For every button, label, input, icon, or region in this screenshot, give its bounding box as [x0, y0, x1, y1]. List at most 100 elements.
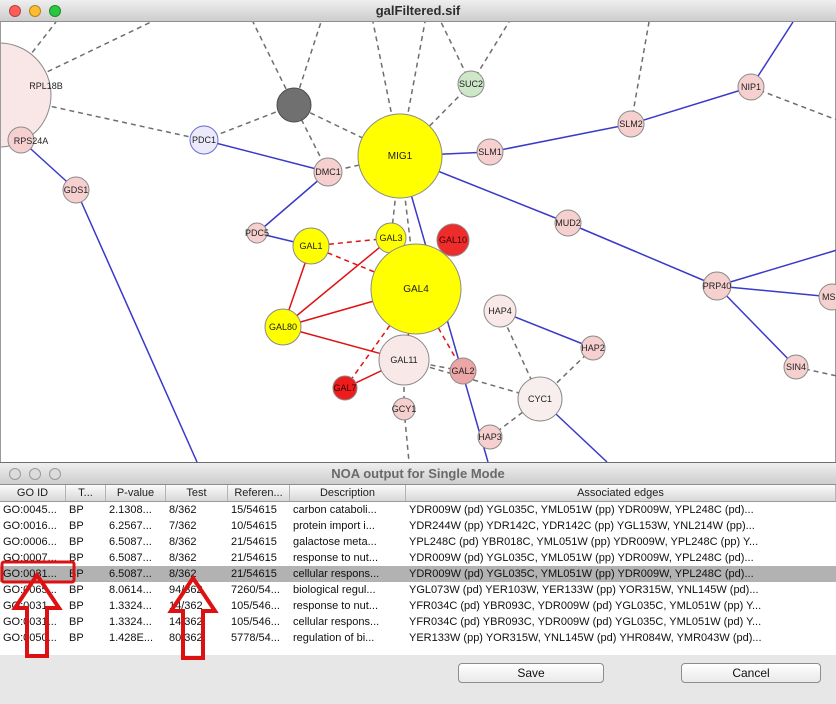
network-node-hap4[interactable] — [483, 294, 517, 328]
noa-close-button[interactable] — [9, 467, 21, 480]
network-node-sin4[interactable] — [783, 354, 809, 380]
node-label-mig1: MIG1 — [388, 151, 413, 162]
noa-window-titlebar: NOA output for Single Mode — [0, 463, 836, 485]
table-cell: YFR034C (pd) YBR093C, YDR009W (pd) YGL03… — [409, 600, 762, 612]
minimize-button[interactable] — [29, 4, 41, 17]
table-cell: 1.3324... — [109, 616, 152, 628]
zoom-button[interactable] — [49, 4, 61, 17]
column-header-3[interactable]: Test — [166, 485, 228, 501]
network-node-gal11[interactable] — [378, 334, 430, 386]
network-edge — [75, 189, 198, 462]
table-cell: GO:0031... — [3, 616, 57, 628]
table-cell: carbon cataboli... — [293, 504, 377, 516]
network-canvas[interactable]: RPL18BRPS24AGDS1PDC1DMC1MIG1SUC2SLM1SLM2… — [1, 22, 836, 462]
network-node-pdc5[interactable] — [246, 222, 268, 244]
table-cell: response to nut... — [293, 600, 378, 612]
network-node-gal4[interactable] — [370, 243, 462, 335]
table-cell: BP — [69, 552, 84, 564]
table-cell: BP — [69, 600, 84, 612]
table-cell: 8/362 — [169, 552, 197, 564]
node-label-gcy1: GCY1 — [392, 404, 417, 414]
noa-window-controls — [9, 467, 61, 480]
network-edge — [795, 366, 836, 377]
table-cell: BP — [69, 584, 84, 596]
table-cell: 1.428E... — [109, 632, 154, 644]
node-label-msn: MSN — [822, 292, 836, 302]
column-header-6[interactable]: Associated edges — [406, 485, 836, 501]
table-cell: GO:0016... — [3, 520, 57, 532]
network-node-cyc1[interactable] — [517, 376, 563, 422]
table-cell: 14/362 — [169, 616, 203, 628]
network-node-pdc1[interactable] — [189, 125, 219, 155]
network-node-prp40[interactable] — [702, 271, 732, 301]
network-node-gal1[interactable] — [292, 227, 330, 265]
network-node-rps24a[interactable] — [7, 126, 35, 154]
noa-minimize-button[interactable] — [29, 467, 41, 480]
column-header-0[interactable]: GO ID — [0, 485, 66, 501]
network-node-gds1[interactable] — [62, 176, 90, 204]
network-node-gal10[interactable] — [436, 223, 470, 257]
node-label-rpl18b_cluster: RPL18B — [29, 81, 63, 91]
network-node-mud2[interactable] — [554, 209, 582, 237]
table-cell: GO:0065... — [3, 584, 57, 596]
node-label-nip1: NIP1 — [741, 82, 761, 92]
node-label-gal10: GAL10 — [439, 235, 467, 245]
network-node-slm2[interactable] — [617, 110, 645, 138]
table-cell: 105/546... — [231, 616, 280, 628]
save-button[interactable]: Save — [458, 663, 604, 683]
column-header-1[interactable]: T... — [66, 485, 106, 501]
noa-zoom-button[interactable] — [49, 467, 61, 480]
close-button[interactable] — [9, 4, 21, 17]
table-cell: GO:0031... — [3, 568, 57, 580]
network-node-mig1[interactable] — [357, 113, 443, 199]
network-edge — [403, 359, 541, 400]
column-header-4[interactable]: Referen... — [228, 485, 290, 501]
cancel-button[interactable]: Cancel — [681, 663, 821, 683]
table-cell: GO:0006... — [3, 536, 57, 548]
network-edge — [716, 249, 836, 287]
network-edge — [630, 22, 650, 125]
network-node-suc2[interactable] — [457, 70, 485, 98]
window-controls — [9, 4, 61, 17]
table-cell: 8/362 — [169, 536, 197, 548]
network-node-hap3[interactable] — [477, 424, 503, 450]
table-cell: regulation of bi... — [293, 632, 375, 644]
network-node-dmc1[interactable] — [313, 157, 343, 187]
network-node-unnamed_gray[interactable] — [276, 87, 312, 123]
network-node-gcy1[interactable] — [392, 397, 416, 421]
network-node-gal80[interactable] — [264, 308, 302, 346]
network-edge — [203, 139, 329, 173]
network-node-msn[interactable] — [818, 283, 836, 311]
node-label-slm2: SLM2 — [619, 119, 643, 129]
network-node-nip1[interactable] — [737, 73, 765, 101]
table-cell: 5778/54... — [231, 632, 280, 644]
table-cell: 105/546... — [231, 600, 280, 612]
network-node-slm1[interactable] — [476, 138, 504, 166]
table-cell: 6.2567... — [109, 520, 152, 532]
network-node-rpl18b_cluster[interactable] — [1, 42, 52, 148]
network-node-gal2[interactable] — [449, 357, 477, 385]
node-label-slm1: SLM1 — [478, 147, 502, 157]
column-header-2[interactable]: P-value — [106, 485, 166, 501]
column-header-5[interactable]: Description — [290, 485, 406, 501]
node-label-gal11: GAL11 — [390, 355, 417, 365]
table-cell: 80/362 — [169, 632, 203, 644]
network-node-hap2[interactable] — [580, 335, 606, 361]
node-label-mud2: MUD2 — [555, 218, 581, 228]
network-node-gal7[interactable] — [332, 375, 358, 401]
table-cell: 7260/54... — [231, 584, 280, 596]
table-cell: protein import i... — [293, 520, 375, 532]
table-cell: BP — [69, 536, 84, 548]
node-label-gal80: GAL80 — [269, 322, 297, 332]
